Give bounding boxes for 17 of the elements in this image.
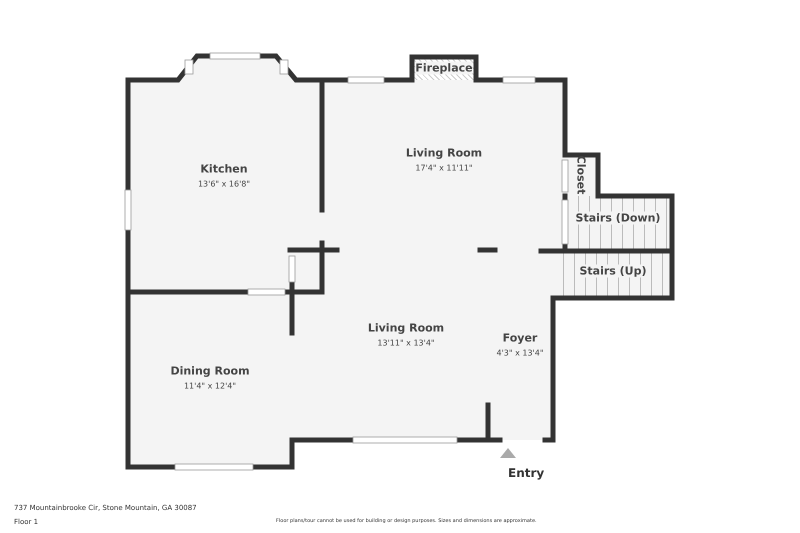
- room-name: Closet: [574, 156, 588, 194]
- room-name: Fireplace: [415, 62, 473, 74]
- room-dimensions: 13'11" x 13'4": [377, 338, 435, 348]
- room-name: Stairs (Up): [577, 264, 649, 278]
- room-name: Stairs (Down): [574, 212, 662, 224]
- room-dimensions: 4'3" x 13'4": [496, 348, 544, 358]
- room-dimensions: 13'6" x 16'8": [198, 180, 250, 188]
- room-dimensions: 11'4" x 12'4": [184, 382, 236, 390]
- room-area: [322, 80, 565, 251]
- room-name: Foyer: [502, 332, 538, 344]
- room-area: [128, 292, 292, 467]
- room-name: Kitchen: [200, 162, 248, 176]
- room-name: Dining Room: [170, 364, 250, 378]
- room-name: Living Room: [406, 146, 482, 160]
- room-name: Living Room: [368, 322, 444, 334]
- entry-label: Entry: [508, 466, 544, 480]
- room-dimensions: 17'4" x 11'11": [415, 164, 473, 172]
